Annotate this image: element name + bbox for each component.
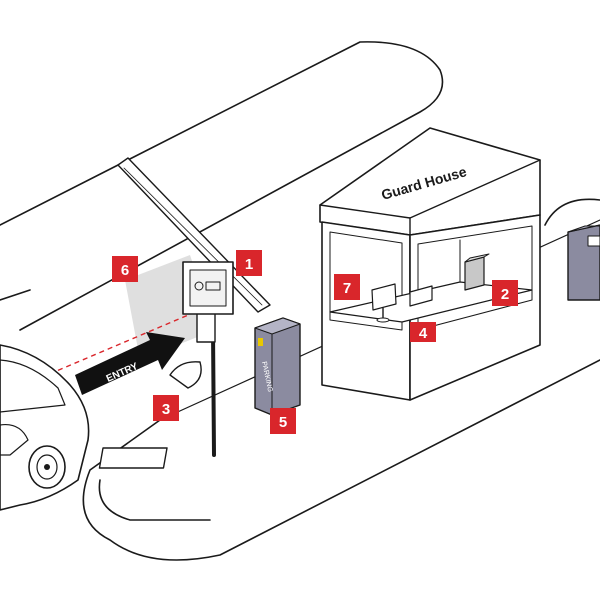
svg-text:6: 6 xyxy=(121,262,129,279)
callout-4: 4 xyxy=(410,322,436,342)
car xyxy=(0,344,90,511)
svg-text:4: 4 xyxy=(419,325,428,342)
callout-5: 5 xyxy=(270,408,296,434)
road-outline xyxy=(0,41,444,331)
callout-3: 3 xyxy=(153,395,179,421)
callout-1: 1 xyxy=(236,250,262,276)
svg-text:7: 7 xyxy=(343,280,351,297)
ticket-stand xyxy=(98,261,234,469)
entry-arrow: ENTRY xyxy=(75,332,185,395)
svg-text:5: 5 xyxy=(279,414,287,431)
callout-2: 2 xyxy=(492,280,518,306)
exit-barrier xyxy=(567,224,600,301)
callout-7: 7 xyxy=(334,274,360,300)
svg-text:3: 3 xyxy=(162,401,170,418)
callout-6: 6 xyxy=(112,256,138,282)
guard-house: Guard House xyxy=(319,127,541,401)
barrier-housing: PARKING xyxy=(254,317,301,416)
camera-icon xyxy=(169,361,202,389)
svg-text:1: 1 xyxy=(245,256,253,273)
svg-text:2: 2 xyxy=(501,286,509,303)
